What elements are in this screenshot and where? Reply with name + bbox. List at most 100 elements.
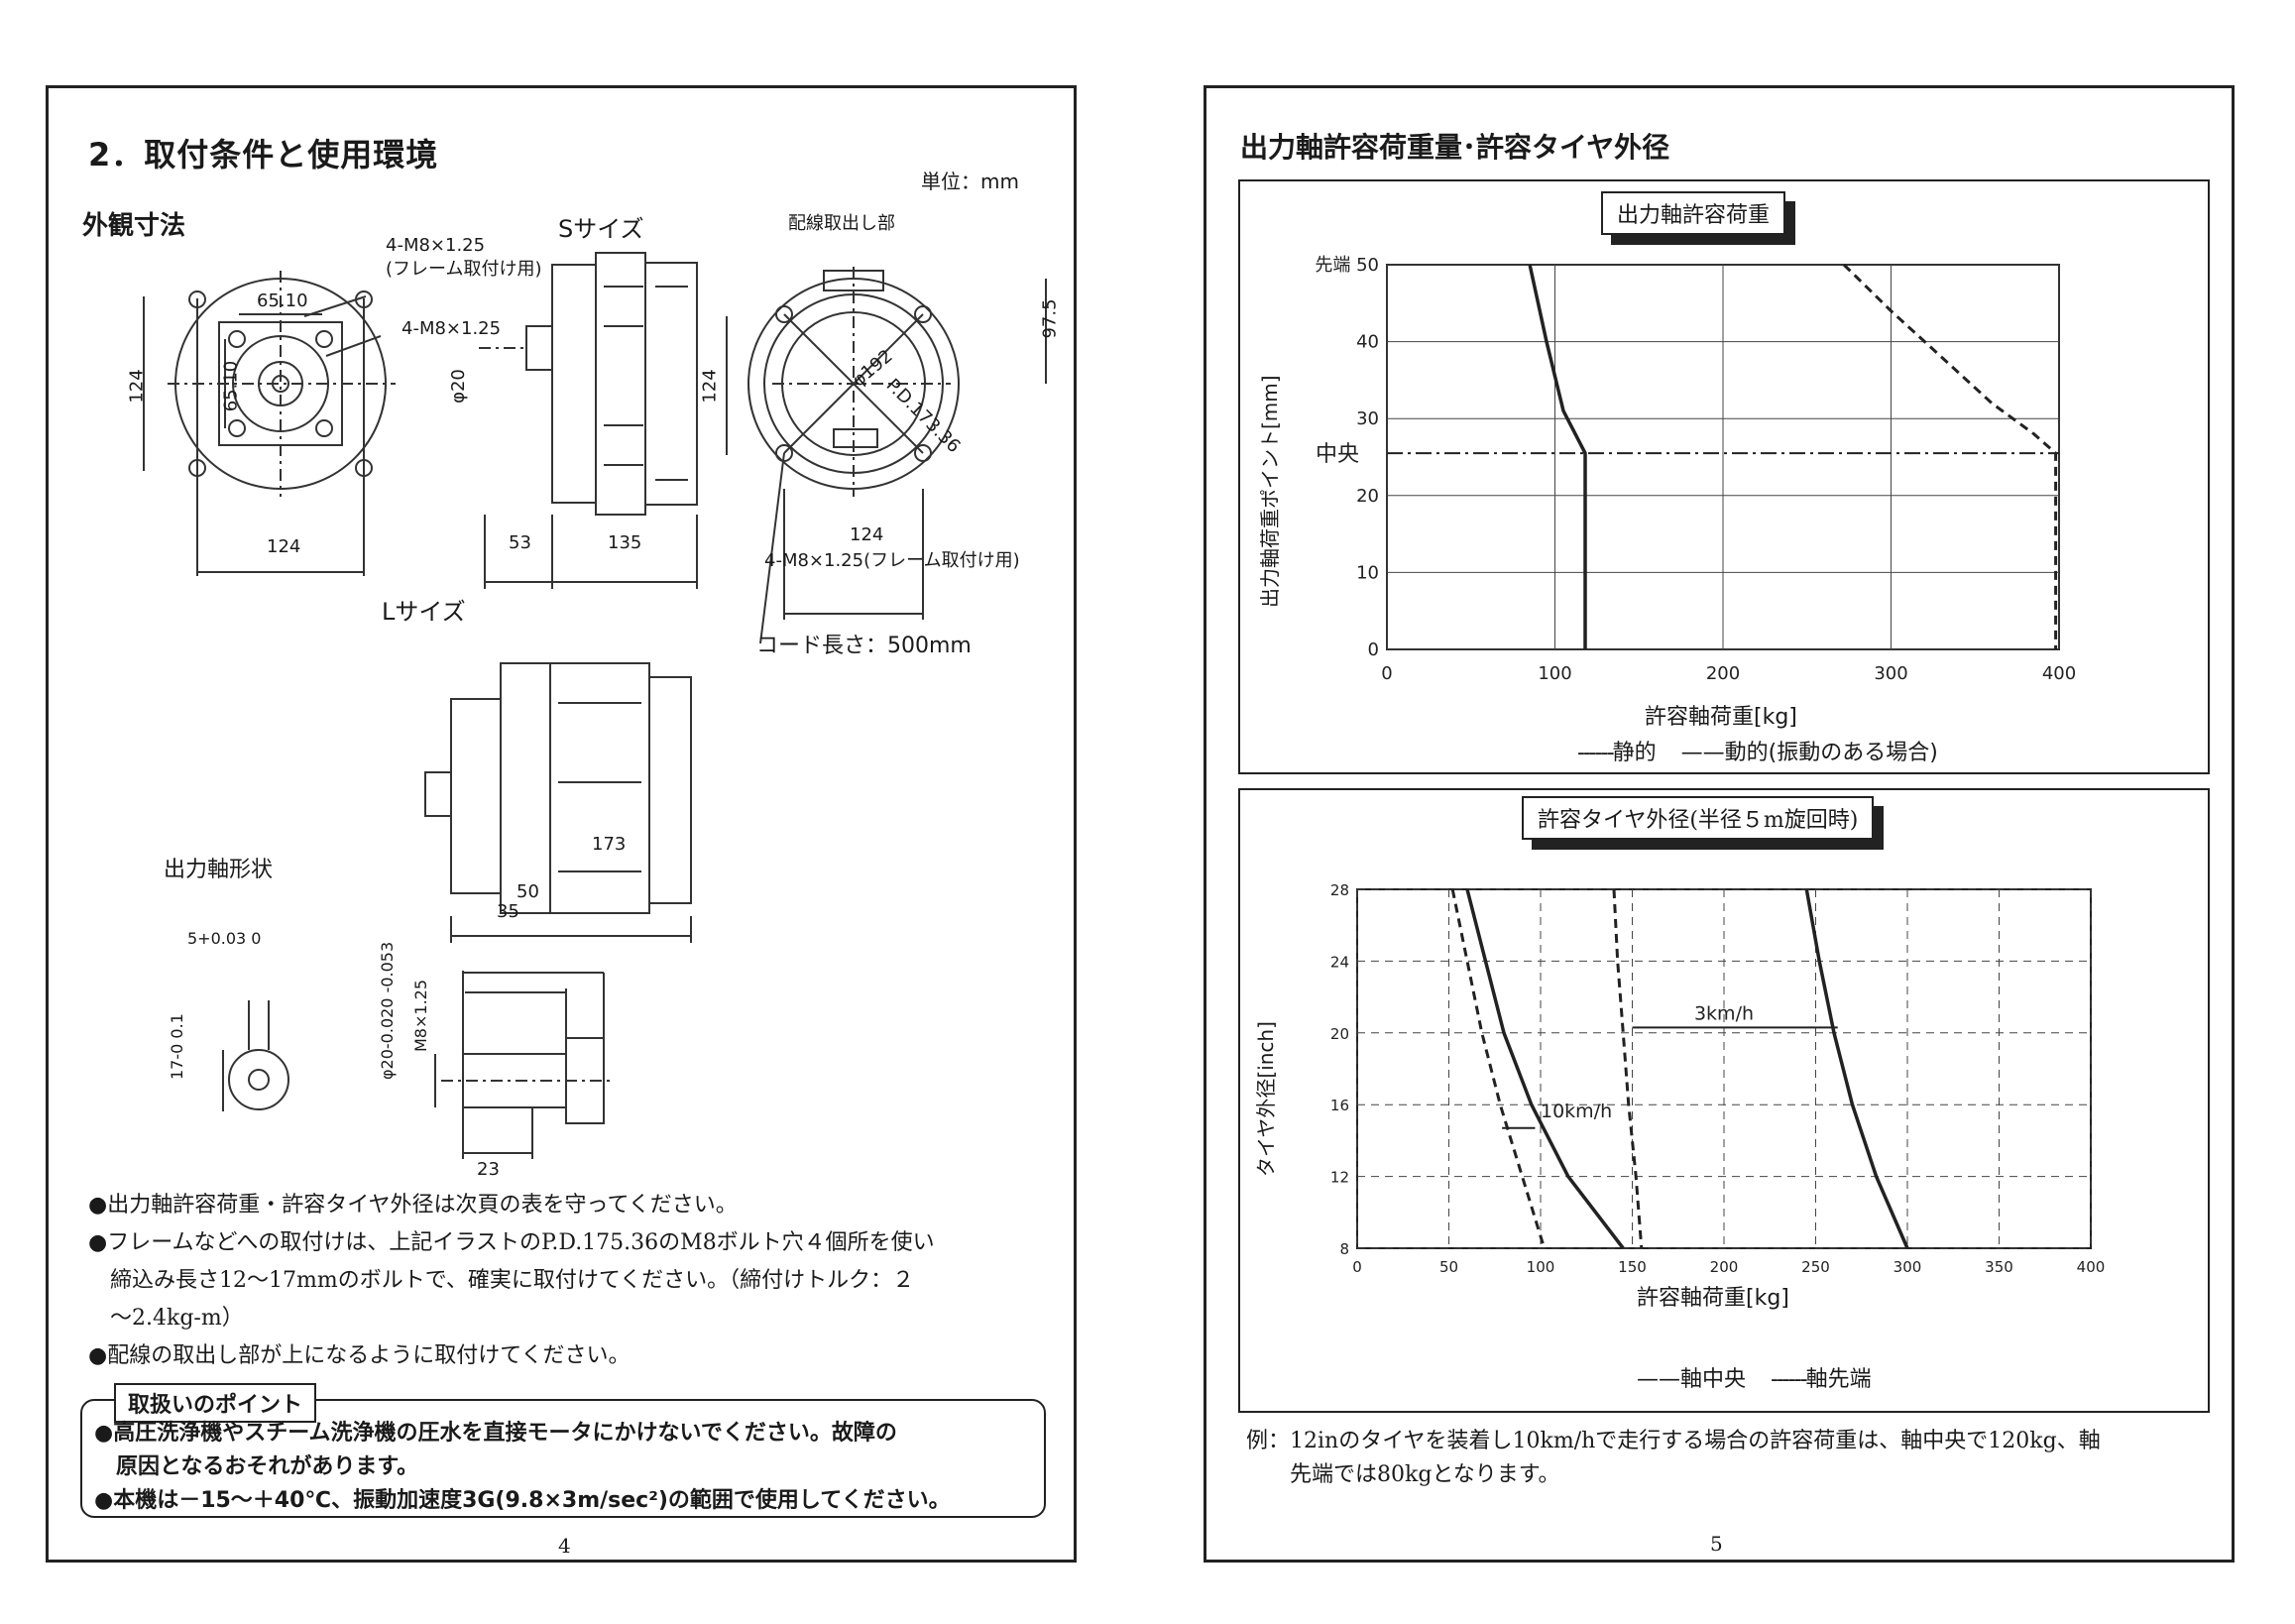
page-number-5: 5 (1710, 1532, 1723, 1556)
legend-dashed-swatch: ------ (1771, 1367, 1808, 1392)
dim-135: 135 (608, 532, 642, 553)
series-line (1450, 888, 1547, 1249)
legend-tip-label: 軸先端 (1805, 1367, 1872, 1392)
shaft-heading: 出力軸形状 (164, 858, 274, 882)
legend-dashed-swatch: ------ (1577, 741, 1615, 765)
chart1-title: 出力軸許容荷重 (1601, 191, 1786, 235)
series-line (1842, 263, 2058, 649)
outline-heading: 外観寸法 (82, 211, 186, 241)
y-tick-label: 28 (1330, 881, 1349, 899)
x-tick-label: 200 (1710, 1258, 1739, 1276)
series-line (1612, 888, 1644, 1249)
s-size-label: Sサイズ (558, 215, 644, 243)
point-item: ●本機は－15～＋40℃、振動加速度3G(9.8×3m/sec²)の範囲で使用し… (94, 1488, 951, 1513)
dim-phi20: φ20 (447, 369, 469, 404)
shaft-phi20-dim: φ20-0.020 -0.053 (378, 941, 397, 1080)
front-callout-3: 4-M8×1.25 (402, 318, 502, 339)
dim-53: 53 (509, 532, 531, 553)
x-tick-label: 0 (1381, 663, 1392, 684)
chart1-legend: ------静的 ——動的(振動のある場合) (1577, 735, 1938, 766)
dim-124-left: 124 (126, 369, 148, 404)
chart-section-title: 出力軸許容荷重量･許容タイヤ外径 (1240, 131, 1670, 164)
shaft-key-dim: 5+0.03 0 (187, 929, 262, 948)
shaft-m8-dim: M8×1.25 (411, 979, 430, 1052)
l-size-side-view (424, 662, 692, 943)
y-tick-label: 12 (1330, 1169, 1349, 1187)
handling-points-title: 取扱いのポイント (114, 1383, 317, 1423)
legend-solid-swatch: —— (1680, 741, 1725, 765)
dim-124-rear: 124 (699, 369, 721, 404)
chart1-ylabel: 出力軸荷重ポイント[mm] (1258, 375, 1282, 608)
legend-center-label: 軸中央 (1680, 1367, 1747, 1392)
handling-points-list: ●高圧洗浄機やスチーム洗浄機の圧水を直接モータにかけないでください。故障の 原因… (94, 1417, 1046, 1518)
dim-65-10-v: 65.10 (220, 360, 242, 412)
shaft-17-dim: 17-0 0.1 (168, 1013, 186, 1080)
bullet-item: ●配線の取出し部が上になるように取付けてください。 (88, 1343, 631, 1368)
rear-view-drawing (726, 267, 1047, 644)
x-tick-label: 300 (1874, 663, 1907, 684)
section-title: 2．取付条件と使用環境 (88, 136, 439, 174)
x-tick-label: 250 (1801, 1258, 1830, 1276)
bullet-list: ●出力軸許容荷重・許容タイヤ外径は次頁の表を守ってください。 ●フレームなどへの… (88, 1187, 1070, 1375)
x-tick-label: 100 (1538, 663, 1571, 684)
shaft-50-dim: 50 (516, 881, 539, 902)
unit-label: 単位：mm (921, 170, 1019, 193)
example-line: 例：12inのタイヤを装着し10km/hで走行する場合の許容荷重は、軸中央で12… (1246, 1429, 2101, 1453)
y-tick-label: 20 (1330, 1025, 1349, 1043)
x-tick-label: 200 (1706, 663, 1740, 684)
chart2-title: 許容タイヤ外径(半径５m旋回時) (1522, 796, 1875, 840)
page-4: 2．取付条件と使用環境 単位：mm 外観寸法 (46, 85, 1077, 1563)
wiring-outlet-label: 配線取出し部 (788, 213, 895, 234)
annotation-10kmh: 10km/h (1541, 1101, 1612, 1122)
l-size-label: Lサイズ (382, 598, 466, 626)
front-view-drawing (143, 271, 396, 576)
front-callout-1: 4-M8×1.25 (386, 235, 486, 256)
series-line (1804, 888, 1909, 1249)
legend-dynamic-label: 動的(振動のある場合) (1724, 741, 1938, 765)
y-tick-label: 先端 50 (1315, 255, 1379, 276)
cord-length: コード長さ：500mm (756, 634, 972, 658)
dim-97-5: 97.5 (1039, 298, 1061, 339)
shaft-drawing (222, 971, 614, 1159)
y-tick-label: 0 (1368, 639, 1379, 660)
handling-points-box (80, 1399, 1046, 1518)
example-line: 先端では80kgとなります。 (1246, 1462, 1560, 1487)
dim-173: 173 (592, 834, 627, 855)
bullet-item: ●フレームなどへの取付けは、上記イラストのP.D.175.36のM8ボルト穴４個… (88, 1230, 935, 1255)
front-callout-2: (フレーム取付け用) (386, 259, 542, 280)
series-line (1528, 264, 1587, 649)
y-tick-label: 24 (1330, 953, 1349, 971)
example-note: 例：12inのタイヤを装着し10km/hで走行する場合の許容荷重は、軸中央で12… (1246, 1425, 2218, 1492)
plot-frame (1356, 888, 2092, 1249)
bullet-item: ●出力軸許容荷重・許容タイヤ外径は次頁の表を守ってください。 (88, 1193, 738, 1218)
x-tick-label: 100 (1527, 1258, 1555, 1276)
shaft-23-dim: 23 (477, 1159, 500, 1180)
x-tick-label: 400 (2042, 663, 2076, 684)
y-tick-label: 40 (1356, 332, 1379, 353)
x-tick-label: 350 (1985, 1258, 2013, 1276)
y-tick-label: 20 (1356, 486, 1379, 507)
bullet-item: 締込み長さ12～17mmのボルトで、確実に取付けてください。（締付けトルク：２ (88, 1268, 915, 1293)
series-line (1465, 888, 1625, 1250)
x-tick-label: 50 (1439, 1258, 1458, 1276)
page-number-4: 4 (558, 1534, 571, 1558)
center-reference-label: 中央 (1316, 442, 1359, 467)
dim-65-10-h: 65.10 (257, 290, 308, 311)
y-tick-label: 8 (1339, 1240, 1349, 1258)
point-item: 原因となるおそれがあります。 (94, 1454, 419, 1479)
legend-static-label: 静的 (1612, 741, 1657, 765)
x-tick-label: 0 (1352, 1258, 1362, 1276)
x-tick-label: 300 (1893, 1258, 1922, 1276)
y-tick-label: 30 (1356, 408, 1379, 429)
x-tick-label: 150 (1618, 1258, 1647, 1276)
bullet-item: ～2.4kg-m） (88, 1306, 244, 1331)
point-item: ●高圧洗浄機やスチーム洗浄機の圧水を直接モータにかけないでください。故障の (94, 1421, 897, 1446)
rear-callout: 4-M8×1.25(フレーム取付け用) (764, 550, 1020, 571)
chart2-legend: ——軸中央 ------軸先端 (1637, 1361, 1872, 1393)
dim-124-rear-bottom: 124 (850, 524, 884, 545)
chart1-xlabel: 許容軸荷重[kg] (1645, 705, 1797, 730)
x-tick-label: 400 (2077, 1258, 2106, 1276)
